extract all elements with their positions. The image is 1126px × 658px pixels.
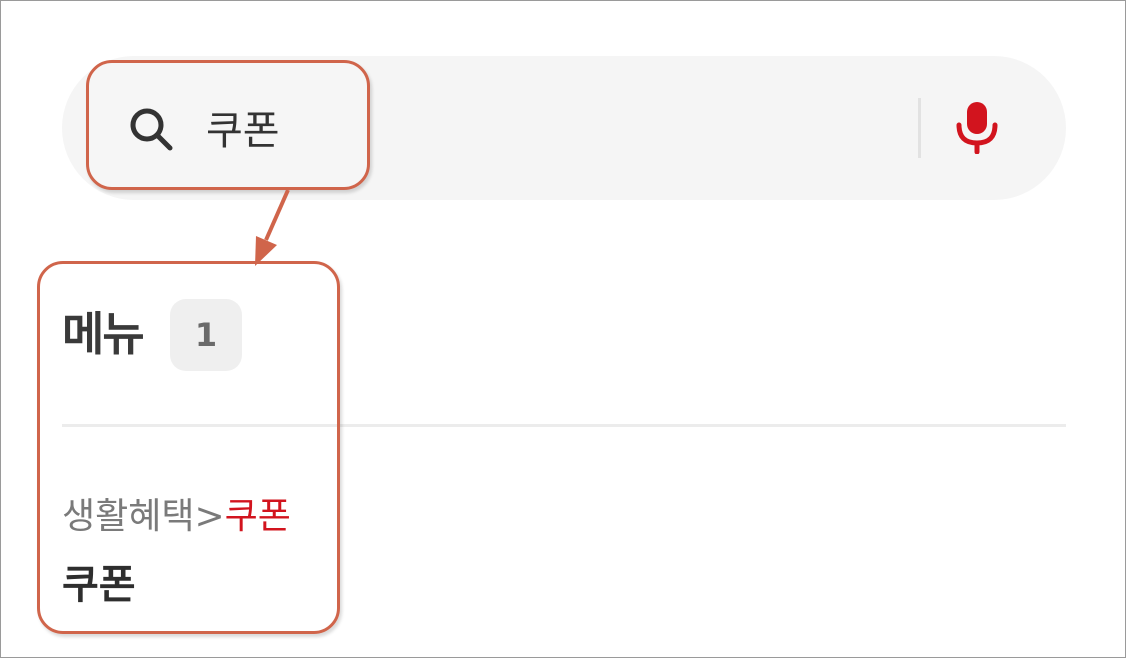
search-icon[interactable]: [126, 104, 176, 154]
mic-icon[interactable]: [954, 102, 1000, 155]
breadcrumb-parent: 생활혜택>: [62, 496, 225, 537]
breadcrumb-highlight: 쿠폰: [224, 496, 291, 537]
result-title[interactable]: 쿠폰: [62, 562, 136, 608]
section-title-menu: 메뉴: [62, 307, 145, 361]
search-divider: [918, 98, 921, 158]
result-callout-highlight: [37, 261, 340, 634]
result-breadcrumb[interactable]: 생활혜택>쿠폰: [62, 492, 291, 542]
result-count-badge: 1: [170, 299, 242, 371]
search-input[interactable]: [206, 96, 886, 158]
section-divider: [62, 424, 1066, 427]
